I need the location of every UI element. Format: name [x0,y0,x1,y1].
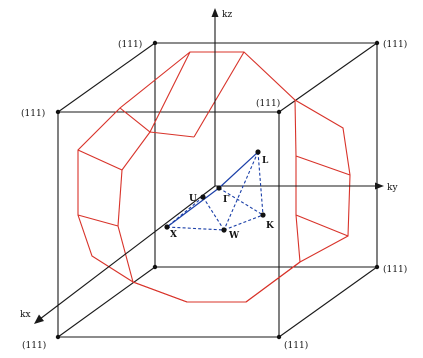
gamma-label: Γ [223,195,230,205]
X-label: X [170,230,177,240]
corner-dot-bbr [374,264,380,270]
corner-label-top-front-left: (111) [21,108,45,119]
W-point [221,227,227,233]
corner-dots [55,40,380,340]
ky-label: ky [387,183,398,193]
corner-dot-bbl [152,264,158,270]
X-to-W [166,226,225,231]
corner-label-top-back-right: (111) [383,39,407,50]
L-point [255,149,261,155]
kx-label: kx [20,310,31,320]
bz-left-edge-d [77,214,119,227]
corner-labels: (111) (111) (111) (111) (111) (111) (111… [21,39,407,351]
axes [34,8,384,324]
kx-arrowhead [34,314,44,324]
kz-arrowhead [211,8,219,17]
cube-edge-br [278,266,378,338]
gamma-to-X [166,187,220,228]
bz-right-edge-a [294,99,297,157]
bz-top-edge-b [193,51,245,138]
cube-front-face [57,111,280,338]
corner-label-bottom-front-right: (111) [284,340,308,351]
W-label: W [228,231,240,241]
cube-edge-tr [278,42,378,113]
K-point [260,212,266,218]
bz-left-edge-b [77,149,123,171]
bz-bottom-edge-a [132,281,188,303]
bz-left-edge-a [121,131,151,171]
bz-right-edge-e [295,214,301,263]
U-point [200,194,206,200]
bz-outline [77,51,351,303]
corner-dot-tbl [152,40,158,46]
L-to-W [223,151,259,231]
U-to-W [202,196,225,231]
corner-label-top-back-left: (111) [118,39,142,50]
bz-bottom-edge-b [245,261,301,303]
gamma-to-L [218,151,259,189]
X-point [164,224,170,230]
U-to-X [166,196,204,228]
bz-left-edge-c [117,169,123,227]
corner-dot-tbr [374,40,380,46]
corner-dot-tfr [276,109,282,115]
bz-right-edge-d [295,214,349,237]
point-labels: Γ L U K W X [170,156,275,241]
L-to-K [257,151,264,216]
kx-axis [39,185,216,320]
W-to-K [223,214,264,231]
U-label: U [189,194,197,204]
bz-right-edge-b [295,155,351,176]
cube-edge-tl [57,42,156,113]
symmetry-points [164,149,266,233]
cube-edge-bl [57,266,156,338]
K-label: K [266,221,275,231]
ky-arrowhead [375,182,384,190]
corner-label-top-front-right: (111) [256,98,280,109]
corner-dot-bfr [276,334,282,340]
axis-labels: kz ky kx [20,10,398,320]
gamma-point [216,185,222,191]
corner-label-bottom-front-left: (111) [22,340,46,351]
gamma-to-K [218,187,264,216]
symmetry-lines [166,151,264,231]
cube-back-face [154,42,378,268]
corner-dot-tfl [55,109,61,115]
kz-label: kz [222,10,232,20]
L-label: L [262,156,269,166]
bz-top-edge-a [149,131,195,138]
corner-label-bottom-back-right: (111) [383,264,407,275]
brillouin-zone [77,51,351,303]
corner-dot-bfl [55,334,61,340]
